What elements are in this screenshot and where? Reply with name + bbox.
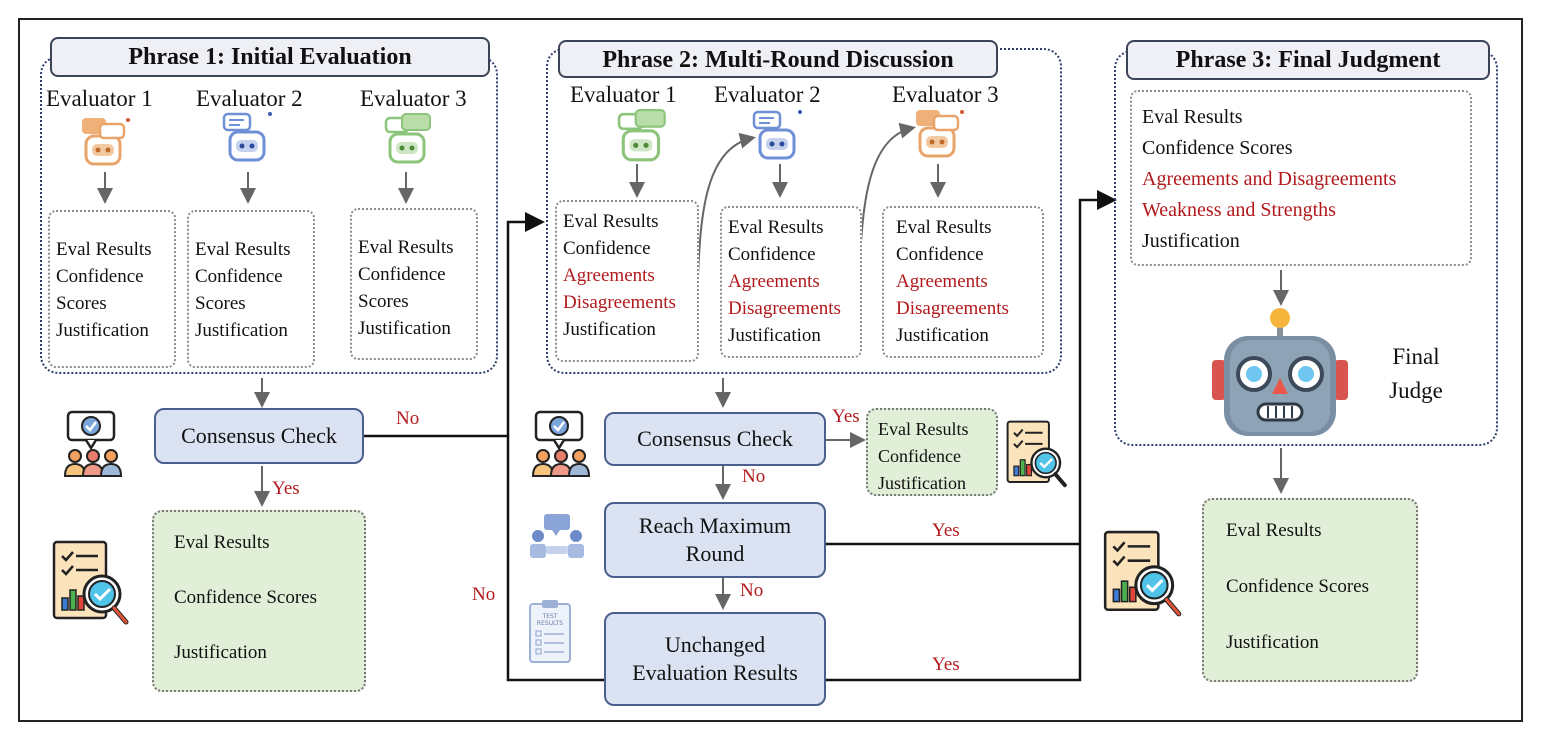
phase2-evaluator-1-label: Evaluator 1	[570, 82, 677, 107]
note-line: Eval Results	[896, 217, 992, 238]
note-line: Justification	[358, 318, 451, 339]
phase2-unchanged-results: Unchanged Evaluation Results	[604, 612, 826, 706]
phase2-note-1: Eval Results Confidence Agreements Disag…	[555, 200, 699, 362]
result-line: Eval Results	[1226, 520, 1322, 541]
phase3-title: Phrase 3: Final Judgment	[1126, 40, 1490, 80]
robot-icon	[82, 118, 130, 166]
phase1-note-2: Eval Results Confidence Scores Justifica…	[187, 210, 315, 368]
phase2-unchanged-yes-label: Yes	[932, 654, 960, 675]
note-line: Eval Results	[358, 237, 454, 258]
phase1-yes-label: Yes	[272, 478, 300, 499]
note-line: Justification	[56, 320, 149, 341]
phase1-evaluator-3-label: Evaluator 3	[360, 86, 467, 111]
summary-line: Eval Results	[1142, 106, 1243, 128]
note-line-agreements: Agreements	[563, 265, 655, 286]
phase2-max-round-yes-label: Yes	[932, 520, 960, 541]
phase1-evaluator-1-label: Evaluator 1	[46, 86, 153, 111]
phase2-note-3: Eval Results Confidence Agreements Disag…	[882, 206, 1044, 358]
svg-text:TEST: TEST	[542, 613, 558, 620]
robot-icon	[752, 110, 802, 160]
discussion-icon	[530, 514, 584, 558]
phase1-note-1: Eval Results Confidence Scores Justifica…	[48, 210, 176, 368]
note-line: Confidence	[728, 244, 816, 265]
result-line: Justification	[878, 473, 966, 493]
phase2-note-2: Eval Results Confidence Agreements Disag…	[720, 206, 862, 358]
phase2-max-round-no-label: No	[740, 580, 764, 601]
report-magnifier-icon	[1006, 420, 1067, 488]
result-line: Eval Results	[174, 532, 270, 553]
note-line: Confidence	[358, 264, 446, 285]
note-line: Eval Results	[563, 211, 659, 232]
robot-icon	[384, 113, 431, 164]
final-judge-robot-icon	[1212, 308, 1348, 436]
team-consensus-icon	[531, 410, 591, 477]
result-line: Justification	[1226, 632, 1319, 653]
result-line: Confidence Scores	[1226, 576, 1369, 597]
phase2-small-result-box: Eval Results Confidence Justification	[866, 408, 998, 496]
note-line-disagreements: Disagreements	[728, 298, 841, 319]
diagram-frame	[18, 18, 1523, 722]
note-line: Confidence	[563, 238, 651, 259]
note-line: Justification	[728, 325, 821, 346]
note-line-agreements: Agreements	[728, 271, 820, 292]
phase1-evaluator-2-label: Evaluator 2	[196, 86, 303, 111]
note-line: Confidence	[195, 266, 283, 287]
phase1-no-label: No	[396, 408, 420, 429]
phase2-loop-no-label: No	[472, 584, 496, 605]
note-line: Confidence	[56, 266, 144, 287]
final-judge-label: Final Judge	[1389, 344, 1443, 403]
report-magnifier-icon	[52, 540, 129, 625]
report-magnifier-icon	[1103, 530, 1182, 617]
phase2-consensus-no-label: No	[742, 466, 766, 487]
phase1-title: Phrase 1: Initial Evaluation	[50, 37, 490, 77]
phase3-result-box: Eval Results Confidence Scores Justifica…	[1202, 498, 1418, 682]
note-line: Justification	[563, 319, 656, 340]
phase3-summary-box: Eval Results Confidence Scores Agreement…	[1130, 90, 1472, 266]
result-line: Confidence Scores	[174, 587, 317, 608]
phase2-consensus-yes-label: Yes	[832, 406, 860, 427]
phase2-evaluator-3-label: Evaluator 3	[892, 82, 999, 107]
phase2-max-round: Reach Maximum Round	[604, 502, 826, 578]
robot-icon	[617, 109, 666, 162]
note-line: Scores	[358, 291, 409, 312]
note-line: Eval Results	[728, 217, 824, 238]
phase2-title: Phrase 2: Multi-Round Discussion	[558, 40, 998, 78]
phase1-note-3: Eval Results Confidence Scores Justifica…	[350, 208, 478, 360]
summary-line-agreements: Agreements and Disagreements	[1142, 168, 1397, 190]
note-line: Scores	[195, 293, 246, 314]
result-line: Eval Results	[878, 419, 969, 439]
robot-icon	[222, 112, 272, 162]
result-line: Justification	[174, 642, 267, 663]
summary-line: Justification	[1142, 230, 1240, 252]
note-line: Scores	[56, 293, 107, 314]
note-line: Justification	[195, 320, 288, 341]
note-line: Confidence	[896, 244, 984, 265]
phase1-consensus-check: Consensus Check	[154, 408, 364, 464]
team-consensus-icon	[63, 410, 123, 477]
summary-line: Confidence Scores	[1142, 137, 1293, 159]
summary-line-weakness: Weakness and Strengths	[1142, 199, 1336, 221]
phase1-result-box: Eval Results Confidence Scores Justifica…	[152, 510, 366, 692]
note-line-agreements: Agreements	[896, 271, 988, 292]
robot-icon	[916, 110, 964, 158]
result-line: Confidence	[878, 446, 961, 466]
note-line: Eval Results	[195, 239, 291, 260]
svg-text:RESULTS: RESULTS	[537, 620, 563, 627]
note-line-disagreements: Disagreements	[896, 298, 1009, 319]
phase2-consensus-check: Consensus Check	[604, 412, 826, 466]
note-line: Justification	[896, 325, 989, 346]
note-line-disagreements: Disagreements	[563, 292, 676, 313]
test-results-icon: TEST RESULTS	[529, 600, 571, 663]
phase2-evaluator-2-label: Evaluator 2	[714, 82, 821, 107]
note-line: Eval Results	[56, 239, 152, 260]
